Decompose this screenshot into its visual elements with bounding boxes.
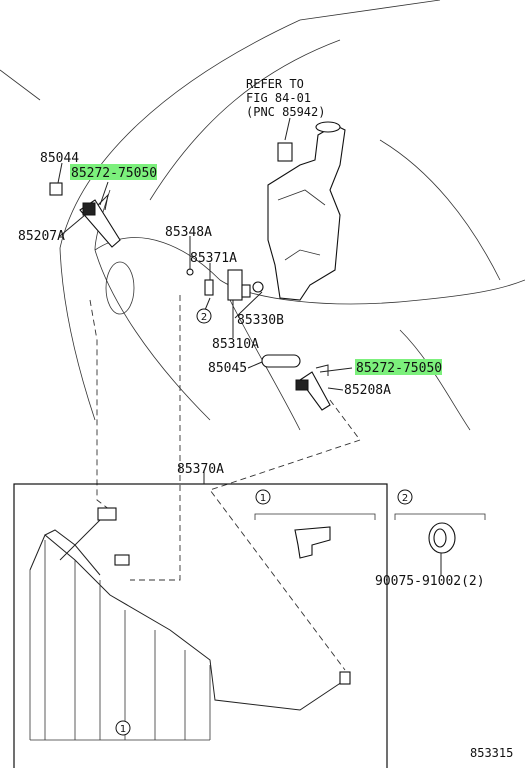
leader-lines (57, 117, 353, 391)
svg-text:1: 1 (120, 724, 126, 735)
nozzle-right (261, 354, 331, 411)
detail-2-clamp: 2 (394, 489, 486, 575)
label-85310A: 85310A (212, 337, 259, 352)
svg-text:1: 1 (260, 493, 266, 504)
dashed-lines (89, 295, 361, 671)
figure-code: 853315 (470, 746, 513, 760)
hose-assembly: 1 (29, 507, 351, 741)
label-85272-right[interactable]: 85272-75050 (356, 361, 442, 376)
label-85272-top[interactable]: 85272-75050 (71, 166, 157, 181)
svg-text:(PNC 85942): (PNC 85942) (246, 105, 325, 119)
label-85045: 85045 (208, 361, 247, 376)
label-85330B: 85330B (237, 313, 284, 328)
pump-assembly (186, 268, 264, 301)
label-85348A: 85348A (165, 225, 212, 240)
label-85208A: 85208A (344, 383, 391, 398)
label-90075: 90075-91002(2) (375, 574, 485, 589)
vehicle-body-outline (0, 0, 525, 431)
svg-text:2: 2 (402, 493, 408, 504)
highlight-85272-top (70, 164, 157, 180)
label-85044: 85044 (40, 151, 79, 166)
detail-1-clip: 1 (254, 489, 376, 559)
callout-2-pump: 2 (196, 308, 212, 324)
washer-tank (267, 121, 346, 301)
svg-text:REFER TO: REFER TO (246, 77, 304, 91)
highlight-85272-right (355, 359, 442, 375)
svg-text:FIG 84-01: FIG 84-01 (246, 91, 311, 105)
label-85370A: 85370A (177, 462, 224, 477)
label-85207A: 85207A (18, 229, 65, 244)
detail-box (13, 470, 388, 768)
svg-text:2: 2 (201, 312, 207, 323)
refer-note: REFER TO FIG 84-01 (PNC 85942) (246, 77, 325, 119)
label-85371A: 85371A (190, 251, 237, 266)
